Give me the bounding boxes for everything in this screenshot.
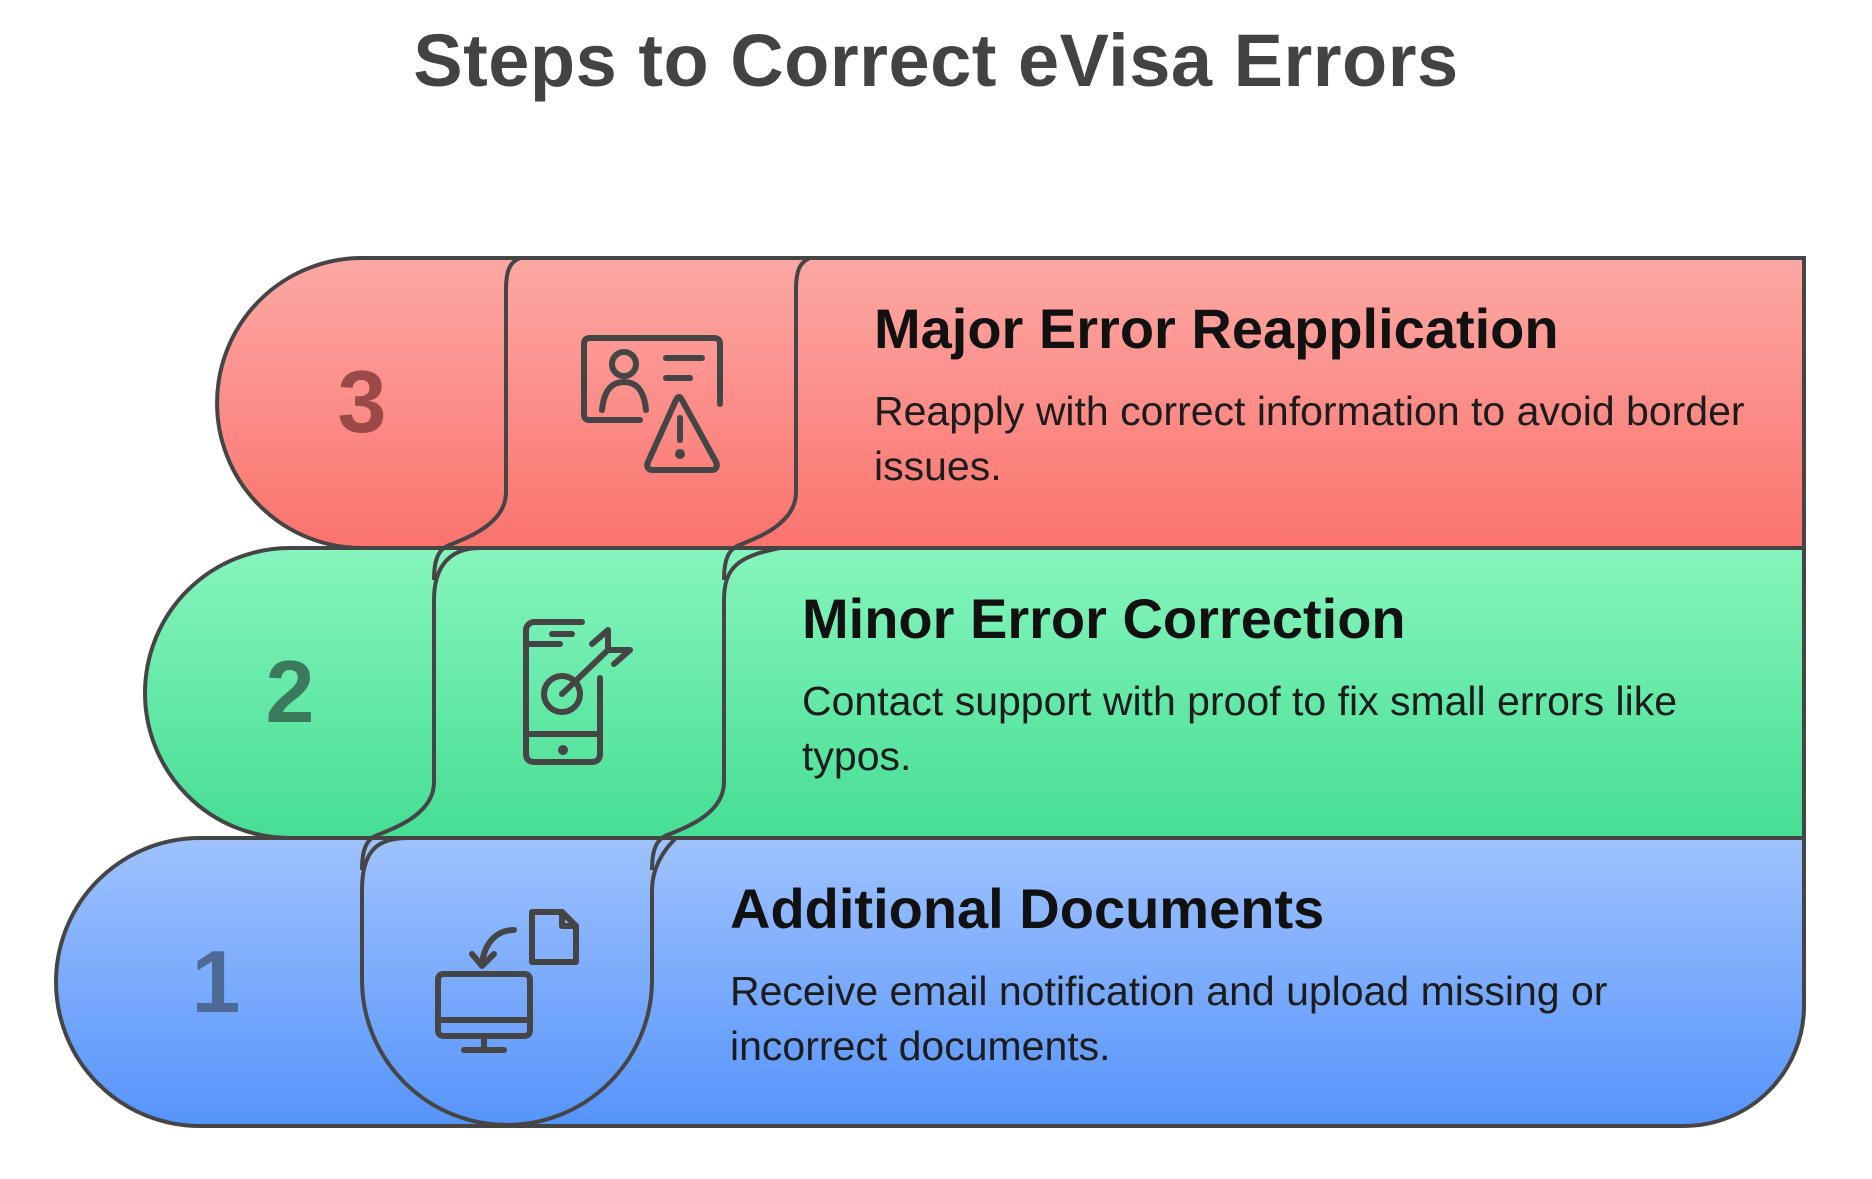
step-2-description: Contact support with proof to fix small … (802, 677, 1677, 779)
step-2-text: Minor Error Correction Contact support w… (802, 588, 1802, 784)
id-card-warning-icon (581, 335, 723, 473)
step-1-number: 1 (192, 932, 241, 1031)
monitor-document-upload-icon (435, 909, 579, 1053)
step-2-number: 2 (266, 642, 315, 741)
step-3-description: Reapply with correct information to avoi… (874, 387, 1745, 489)
page-title: Steps to Correct eVisa Errors (413, 19, 1459, 102)
step-1-text: Additional Documents Receive email notif… (730, 878, 1730, 1074)
step-2-heading: Minor Error Correction (802, 587, 1406, 650)
step-3-number: 3 (338, 352, 387, 451)
step-3-heading: Major Error Reapplication (874, 297, 1559, 360)
phone-target-icon (523, 619, 633, 765)
step-1-heading: Additional Documents (730, 877, 1325, 940)
step-3-band (215, 256, 1806, 581)
step-1-band (54, 811, 1806, 1128)
step-1-description: Receive email notification and upload mi… (730, 967, 1608, 1069)
step-3-text: Major Error Reapplication Reapply with c… (874, 298, 1872, 494)
